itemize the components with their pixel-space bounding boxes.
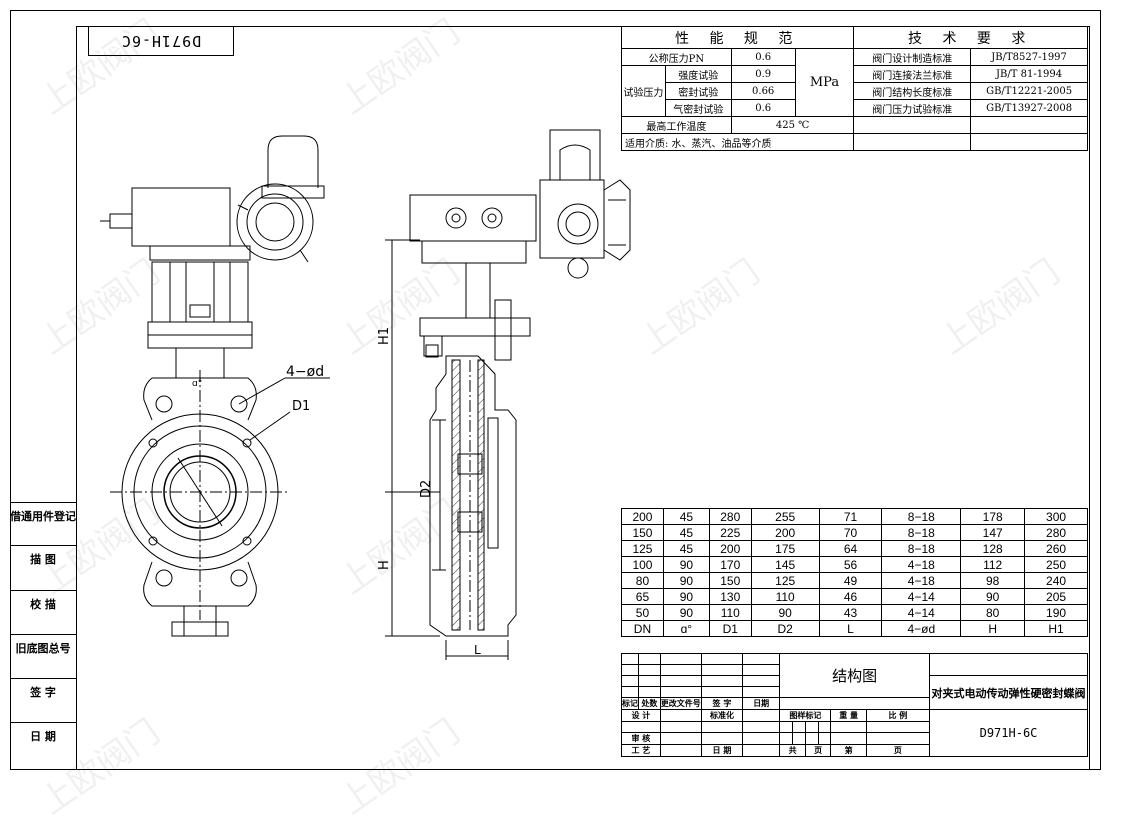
tb-page2: 页 [865,744,930,757]
tb-number: 第 [830,744,867,757]
title-block: 结构图 对夹式电动传动弹性硬密封蝶阀 标记 处数 更改文件号 签 字 日期 设 … [621,653,1089,757]
alpha-label: ɑ° [192,379,202,389]
dimension-cell: 200 [708,540,752,557]
dimension-cell: 4−14 [881,604,962,621]
h-label: H [377,560,392,570]
dimension-cell: 240 [1024,572,1088,589]
holes-label: 4−ød [286,364,324,380]
dimension-cell: 145 [750,556,820,573]
side-label-trace: 描 图 [10,545,76,572]
dimension-cell: 4−18 [881,572,962,589]
dimension-header: 4−ød [881,620,962,637]
dimension-cell: 90 [662,572,710,589]
side-label-old-number: 旧底图总号 [10,634,76,661]
dimension-cell: 280 [1024,524,1088,541]
drawing-type: 结构图 [779,653,930,698]
side-label-signature: 签 字 [10,678,76,705]
test-pressure-label: 试验压力 [621,65,666,117]
dimension-cell: 100 [621,556,664,573]
dimension-cell: 8−18 [881,524,962,541]
dimension-cell: 64 [818,540,883,557]
valve-drawing: 4−ød D1 ɑ° H1 H D2 L [100,129,631,660]
d2-label: D2 [419,480,434,498]
drawing-inner-frame [76,26,1090,770]
dimension-cell: 98 [960,572,1026,589]
actuator-housing [131,187,231,247]
dimension-header: DN [621,620,664,637]
dimension-cell: 45 [662,508,710,525]
tb-total: 共 [779,744,806,757]
tb-scale: 比 例 [865,709,930,722]
dimension-header: D2 [750,620,820,637]
dimension-cell: 8−18 [881,508,962,525]
unit-label: MPa [794,48,855,117]
front-view [100,135,330,637]
product-name: 对夹式电动传动弹性硬密封蝶阀 [928,675,1089,710]
dimension-header: H [960,620,1026,637]
dimension-cell: 125 [750,572,820,589]
dimension-cell: 50 [621,604,664,621]
side-label-register: 借通用件登记 [10,502,76,529]
h1-label: H1 [377,327,392,345]
d1-label: D1 [292,399,310,414]
spec-table: 性 能 规 范 技 术 要 求 公称压力PN 0.6 MPa 阀门设计制造标准 … [620,26,1088,151]
handwheel [236,183,314,261]
medium-label: 适用介质: 水、蒸汽、油品等介质 [620,133,855,151]
tb-date2: 日 期 [700,744,744,757]
side-view [385,129,631,660]
l-label: L [474,643,481,657]
side-label-date: 日 期 [10,722,76,749]
dimension-header: D1 [708,620,752,637]
side-label-check: 校 描 [10,590,76,617]
model-number: D971H-6C [928,709,1089,757]
dimension-cell: 150 [621,524,664,541]
dimension-cell: 170 [708,556,752,573]
dimension-cell: 150 [708,572,752,589]
dimension-header: H1 [1024,620,1088,637]
